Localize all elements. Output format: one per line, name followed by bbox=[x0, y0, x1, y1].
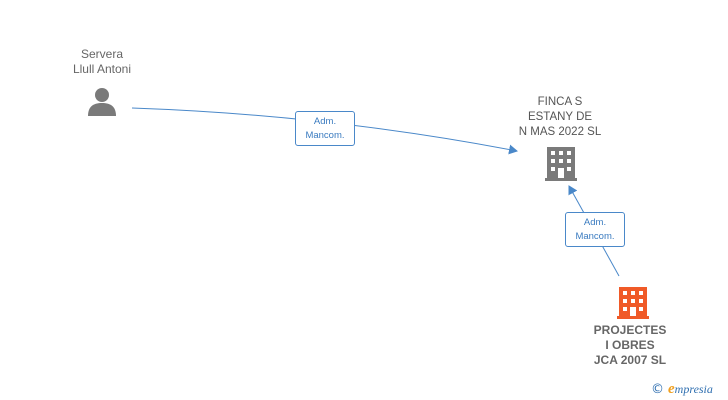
brand-watermark: © empresia bbox=[651, 380, 713, 398]
company-name-highlight-line1: PROJECTES bbox=[593, 323, 667, 337]
edge-label-company-role: Adm. Mancom. bbox=[565, 212, 625, 247]
edge-label-line2: Mancom. bbox=[575, 231, 615, 242]
edge-label-line1: Adm. bbox=[583, 217, 607, 228]
company-name-highlight[interactable]: PROJECTES I OBRES JCA 2007 SL bbox=[570, 323, 690, 368]
company-name-highlight-line2: I OBRES bbox=[605, 338, 655, 352]
copyright-icon: © bbox=[651, 381, 664, 397]
company-name-main-line1: FINCA S bbox=[537, 96, 583, 108]
person-name-line2: Llull Antoni bbox=[72, 62, 132, 76]
brand-logo-text: mpresia bbox=[674, 381, 713, 396]
person-name-line1: Servera bbox=[80, 47, 124, 61]
building-icon[interactable] bbox=[545, 147, 577, 181]
company-name-main[interactable]: FINCA S ESTANY DE N MAS 2022 SL bbox=[500, 95, 620, 140]
edge-label-line2: Mancom. bbox=[305, 130, 345, 141]
company-name-highlight-line3: JCA 2007 SL bbox=[593, 353, 667, 367]
building-icon-highlight[interactable] bbox=[617, 287, 649, 319]
company-name-main-line2: ESTANY DE bbox=[527, 111, 593, 123]
company-name-main-line3: N MAS 2022 SL bbox=[518, 126, 602, 138]
brand-logo-initial: e bbox=[668, 380, 675, 397]
edge-label-person-role: Adm. Mancom. bbox=[295, 111, 355, 146]
edge-label-line1: Adm. bbox=[313, 116, 337, 127]
person-icon[interactable] bbox=[88, 88, 116, 116]
brand-logo: empresia bbox=[668, 381, 713, 398]
person-name[interactable]: Servera Llull Antoni bbox=[52, 47, 152, 77]
